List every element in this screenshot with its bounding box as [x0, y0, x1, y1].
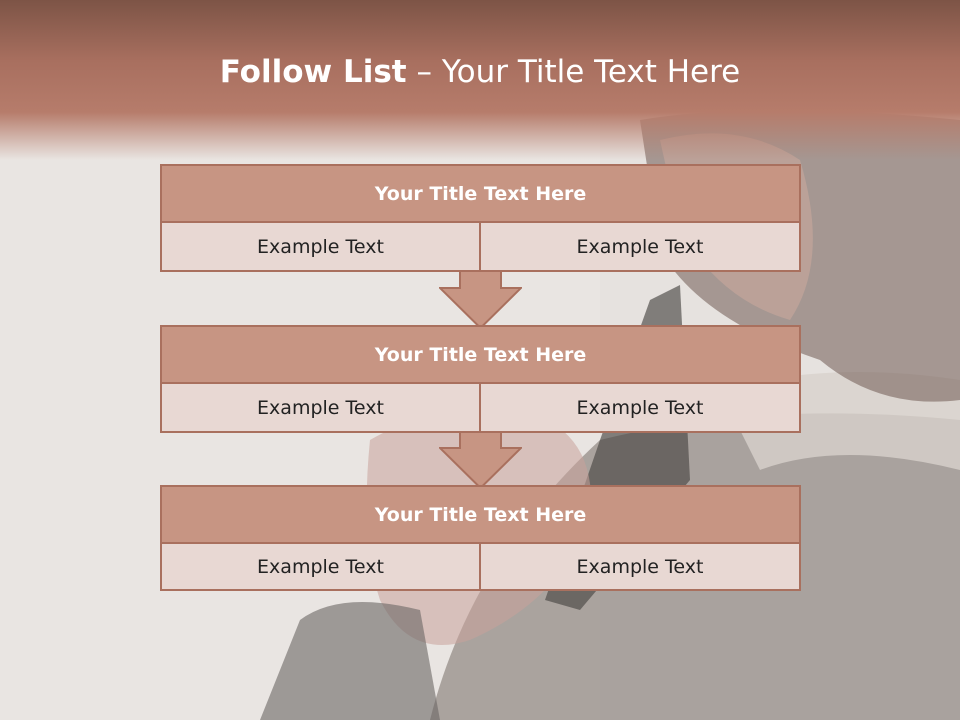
block-title: Your Title Text Here: [160, 325, 801, 384]
down-arrow-icon: [439, 431, 522, 489]
block-cell-left: Example Text: [160, 221, 481, 272]
block-cell-left: Example Text: [160, 542, 481, 591]
slide-title: Follow List – Your Title Text Here: [0, 54, 960, 90]
block-cell-right: Example Text: [479, 221, 801, 272]
down-arrow-icon: [439, 271, 522, 329]
block-cell-right: Example Text: [479, 382, 801, 433]
slide-title-rest: – Your Title Text Here: [406, 54, 741, 90]
block-title: Your Title Text Here: [160, 485, 801, 544]
block-cell-right: Example Text: [479, 542, 801, 591]
header-band: [0, 0, 960, 160]
block-title: Your Title Text Here: [160, 164, 801, 223]
block-cell-left: Example Text: [160, 382, 481, 433]
slide-title-bold: Follow List: [219, 54, 407, 90]
